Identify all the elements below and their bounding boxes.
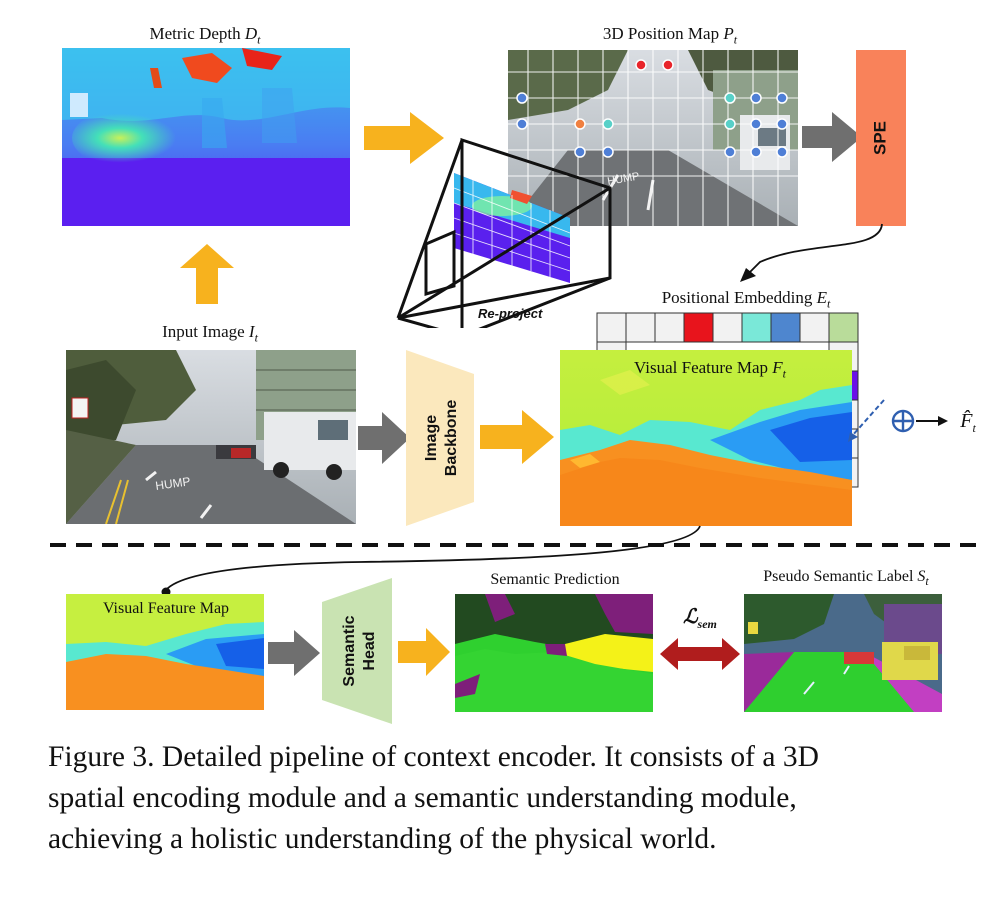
position-points <box>516 59 788 158</box>
figure-caption: Figure 3. Detailed pipeline of context e… <box>48 737 978 860</box>
metric-depth-text: Metric Depth <box>149 24 241 43</box>
spe-block: SPE <box>856 50 906 226</box>
embedding-cell <box>625 312 656 343</box>
embedding-cell <box>799 312 830 343</box>
embedding-cell <box>683 312 714 343</box>
pseudo-label-subscript: t <box>925 574 929 589</box>
projected-depth-plane <box>453 173 571 283</box>
loss-subscript: sem <box>697 617 717 631</box>
position-map-text: 3D Position Map <box>602 24 720 43</box>
arrow-input-to-backbone <box>358 412 410 464</box>
visual-feature-map-small-title: Visual Feature Map <box>102 600 230 617</box>
arrow-feature-to-semantic-head <box>268 630 320 676</box>
caption-line-3: achieving a holistic understanding of th… <box>48 823 717 855</box>
input-image-subscript: t <box>254 330 258 345</box>
embedding-cell <box>741 312 772 343</box>
image-backbone-block: Image Backbone <box>406 350 474 526</box>
position-map-subscript: t <box>733 32 738 47</box>
arrow-spe-to-embedding <box>740 223 883 282</box>
output-feature-subscript: t <box>972 421 976 435</box>
arrow-depth-to-reproject <box>364 112 444 164</box>
visual-feature-map-text: Visual Feature Map <box>634 358 768 377</box>
output-feature-symbol: F̂ <box>960 410 973 432</box>
visual-feature-map <box>560 350 852 526</box>
metric-depth-map <box>62 48 350 226</box>
metric-depth-symbol: D <box>244 24 258 43</box>
position-map-title: 3D Position Map Pt <box>560 24 780 47</box>
road-marking-text: HUMP <box>606 171 640 188</box>
semantic-head-label-line2: Head <box>361 631 378 670</box>
caption-line-2: spatial encoding module and a semantic u… <box>48 782 797 814</box>
metric-depth-subscript: t <box>257 32 261 47</box>
arrow-position-to-spe <box>802 112 862 162</box>
loss-symbol: ℒ <box>683 606 698 628</box>
embedding-cell <box>828 312 859 343</box>
visual-feature-map-small <box>66 594 264 710</box>
semantic-loss-label: ℒsem <box>664 604 736 632</box>
position-map-image: HUMP <box>508 50 798 226</box>
embedding-cell <box>654 312 685 343</box>
input-image-symbol: I <box>248 322 255 341</box>
embedding-add-connector <box>848 399 948 442</box>
embedding-cell <box>712 312 743 343</box>
pseudo-semantic-label-map <box>744 594 942 712</box>
input-image-title: Input Image It <box>130 322 290 345</box>
backbone-label-line1: Image <box>423 415 440 461</box>
pseudo-label-symbol: S <box>917 568 926 585</box>
pseudo-label-text: Pseudo Semantic Label <box>763 568 914 585</box>
embedding-cell <box>596 312 627 343</box>
embedding-cell <box>770 312 801 343</box>
semantic-loss-arrow <box>660 638 740 670</box>
semantic-head-block: Semantic Head <box>322 578 392 724</box>
backbone-label-line2: Backbone <box>443 400 460 477</box>
reproject-frustum: Re-project <box>396 137 612 328</box>
positional-embedding-grid <box>596 312 859 488</box>
input-image: HUMP <box>66 350 356 524</box>
input-image-text: Input Image <box>162 322 245 341</box>
pseudo-label-title: Pseudo Semantic Label St <box>736 568 956 589</box>
visual-feature-map-subscript: t <box>782 366 786 381</box>
positional-embedding-symbol: E <box>816 288 827 307</box>
output-feature-label: F̂t <box>948 410 988 436</box>
semantic-head-label-line1: Semantic <box>341 615 358 686</box>
positional-embedding-title: Positional Embedding Et <box>636 288 856 311</box>
visual-feature-map-title: Visual Feature Map Ft <box>600 358 820 381</box>
positional-embedding-text: Positional Embedding <box>661 288 813 307</box>
arrow-backbone-to-feature <box>480 410 554 464</box>
spe-label: SPE <box>870 121 889 155</box>
arrow-input-to-depth <box>180 244 234 304</box>
position-map-symbol: P <box>723 24 734 43</box>
semantic-prediction-title: Semantic Prediction <box>490 571 620 588</box>
visual-feature-map-symbol: F <box>772 358 783 377</box>
metric-depth-title: Metric Depth Dt <box>120 24 290 47</box>
arrow-head-to-prediction <box>398 628 450 676</box>
semantic-prediction-map <box>455 594 653 712</box>
positional-embedding-subscript: t <box>826 296 831 311</box>
caption-line-1: Figure 3. Detailed pipeline of context e… <box>48 741 819 773</box>
frustum-lines <box>396 137 612 328</box>
input-road-text: HUMP <box>154 474 191 493</box>
reproject-label: Re-project <box>478 306 543 321</box>
